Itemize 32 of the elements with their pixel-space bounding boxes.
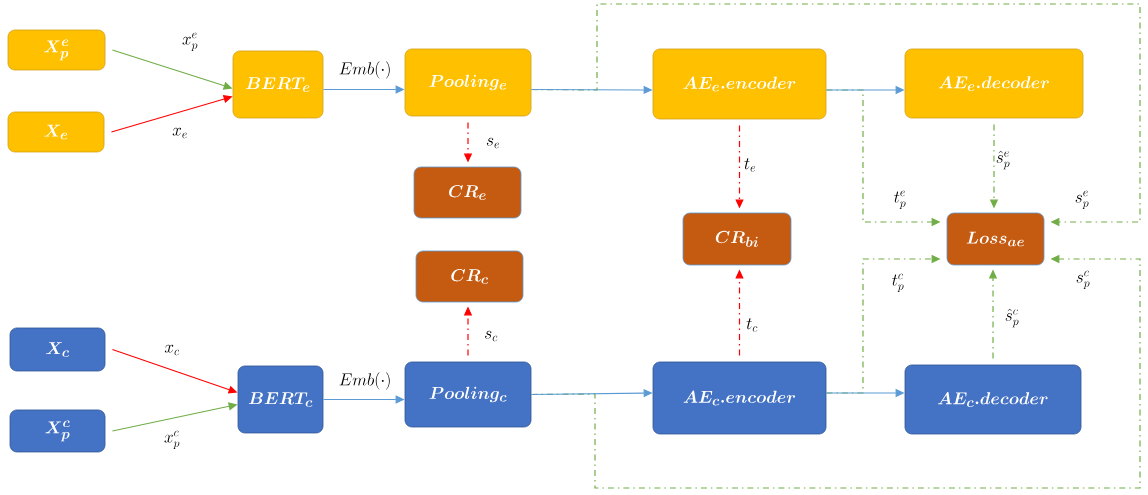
process-box: $CR_{bi}$ [682, 212, 792, 266]
edge-label: $s^{c}_{p}$ [1074, 269, 1092, 290]
process-box: $Pooling_{e}$ [404, 48, 532, 117]
process-box: $CR_{c}$ [415, 250, 524, 303]
process-box: $BERT_{c}$ [237, 365, 324, 434]
edge-label: $x_{e}$ [171, 126, 189, 139]
process-box: $AE_{e}.decoder$ [904, 48, 1084, 119]
edge-label: $t^{c}_{p}$ [890, 272, 906, 293]
process-box: $X^{c}_{p}$ [9, 409, 106, 453]
process-box: $AE_{c}.encoder$ [652, 361, 827, 435]
edge-label: $s_{e}$ [485, 137, 501, 149]
process-box: $X_{c}$ [9, 327, 106, 372]
process-box: $Pooling_{c}$ [404, 361, 532, 428]
edge-label: $x_{c}$ [163, 343, 181, 356]
edge-label: $x^{e}_{p}$ [181, 31, 199, 52]
edge-label: $\hat{s}^{c}_{p}$ [1003, 307, 1021, 329]
edge-label: $Emb(\cdot)$ [337, 60, 393, 80]
process-box: $CR_{e}$ [413, 166, 522, 219]
edge-label: $t_{e}$ [743, 157, 758, 173]
process-box: $X^{e}_{p}$ [7, 29, 106, 71]
edge-label: $t^{e}_{p}$ [892, 189, 908, 210]
edge-label: $s_{c}$ [483, 329, 499, 342]
edge-label: $t_{c}$ [745, 317, 759, 333]
process-box: $AE_{c}.decoder$ [904, 364, 1082, 435]
edge-label: $x^{c}_{p}$ [163, 429, 181, 450]
process-box: $BERT_{e}$ [232, 50, 324, 119]
process-box: $X_{e}$ [7, 111, 105, 153]
edge-label: $Emb(\cdot)$ [337, 371, 393, 391]
process-box: $Loss_{ae}$ [946, 212, 1045, 266]
edge-label: $\hat{s}^{e}_{p}$ [994, 149, 1012, 171]
process-box: $AE_{e}.encoder$ [652, 48, 827, 120]
edge-label: $s^{e}_{p}$ [1073, 189, 1091, 210]
